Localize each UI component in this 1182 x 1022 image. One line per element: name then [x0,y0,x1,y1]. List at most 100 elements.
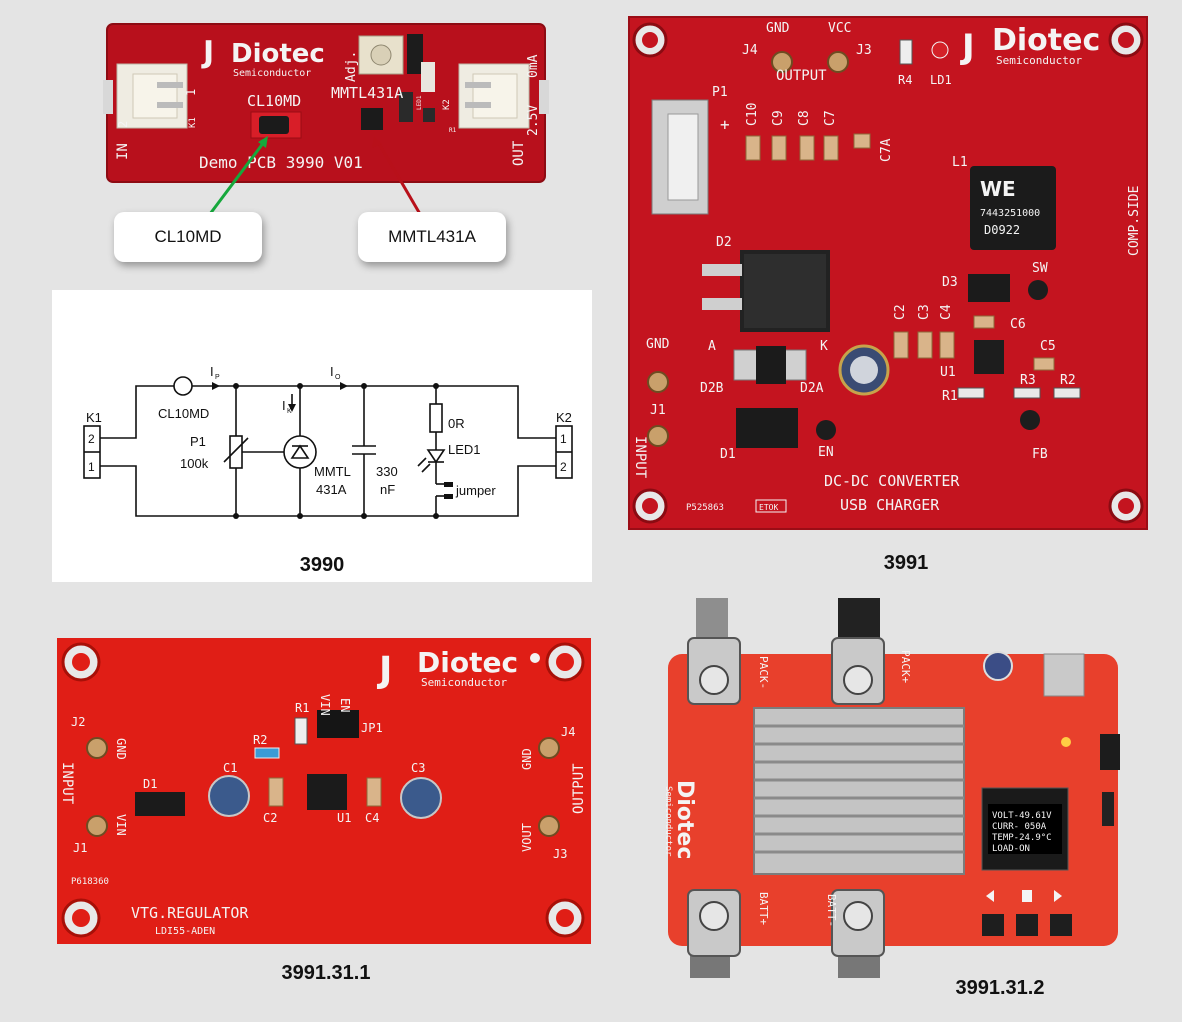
svg-text:D2: D2 [716,235,732,250]
svg-text:R4: R4 [898,73,912,87]
svg-text:JP1: JP1 [361,721,383,735]
svg-text:L1: L1 [952,155,968,170]
svg-text:431A: 431A [316,482,347,497]
svg-text:J1: J1 [73,841,87,855]
svg-text:VOLT-49.61V: VOLT-49.61V [992,811,1052,821]
svg-text:INPUT: INPUT [632,436,648,479]
svg-text:D3: D3 [942,275,958,290]
svg-text:C3: C3 [917,304,932,320]
board-3991-31-1-photo: J Diotec Semiconductor R1 VIN EN JP1 R2 … [57,638,591,944]
svg-text:GND: GND [766,21,790,36]
svg-text:C3: C3 [411,761,425,775]
svg-text:R3: R3 [1020,373,1036,388]
svg-text:MMTL: MMTL [314,464,351,479]
svg-text:0R: 0R [448,416,465,431]
svg-text:LOAD-ON: LOAD-ON [992,844,1030,854]
jp1 [317,710,359,738]
svg-text:C7A: C7A [879,138,894,162]
board-3991-31-2-photo: PACK- PACK+ BATT+ BATT- Diotec Semicondu… [663,598,1122,978]
svg-text:COMP.SIDE: COMP.SIDE [1127,186,1142,256]
caption-3991-31-2: 3991.31.2 [955,977,1045,999]
svg-text:I: I [210,364,214,379]
svg-text:USB CHARGER: USB CHARGER [840,496,940,514]
svg-text:Adj.: Adj. [344,51,359,82]
svg-text:P525863: P525863 [686,503,724,513]
svg-text:OUTPUT: OUTPUT [571,763,587,814]
pcb-3990 [107,24,545,182]
callout-cl10md: CL10MD [114,212,262,262]
cl10md-chip [259,116,289,134]
svg-text:MMTL431A: MMTL431A [331,84,403,102]
svg-text:DC-DC CONVERTER: DC-DC CONVERTER [824,472,960,490]
svg-text:330: 330 [376,464,398,479]
svg-text:LED1: LED1 [448,442,481,457]
schematic-3990: K1 K2 2 1 1 2 I P I O I K CL10MD P1 100k… [52,290,592,582]
brand-logo-3991-31-1: Diotec [417,646,518,679]
svg-text:TEMP-24.9°C: TEMP-24.9°C [992,833,1052,843]
svg-text:2.5V: 2.5V [526,105,541,136]
callout-mmtl431a: MMTL431A [358,212,506,262]
svg-text:GND: GND [114,738,128,760]
brand-logo-3991: Diotec [992,23,1100,58]
caption-3991-31-1: 3991.31.1 [281,962,371,984]
svg-text:VTG.REGULATOR: VTG.REGULATOR [131,904,249,922]
svg-text:1: 1 [184,89,198,96]
svg-text:OUTPUT: OUTPUT [776,68,827,84]
svg-text:LD1: LD1 [930,73,952,87]
svg-text:U1: U1 [337,811,351,825]
svg-text:J3: J3 [553,847,567,861]
svg-text:J: J [960,27,975,67]
svg-text:R1: R1 [942,389,958,404]
svg-text:+: + [720,115,730,134]
svg-text:BATT-: BATT- [825,894,838,927]
svg-text:VOUT: VOUT [520,823,534,852]
svg-text:nF: nF [380,482,395,497]
svg-text:WE: WE [980,177,1016,201]
svg-text:C4: C4 [939,304,954,320]
svg-text:C4: C4 [365,811,379,825]
caption-3990: 3990 [299,554,345,576]
arrow-mmtl431a [376,141,422,215]
svg-text:VIN: VIN [114,814,128,836]
svg-text:C7: C7 [823,110,838,126]
svg-text:INPUT: INPUT [59,762,75,805]
svg-text:Semiconductor: Semiconductor [421,676,507,689]
svg-text:FB: FB [1032,447,1048,462]
svg-text:K2: K2 [442,99,452,110]
svg-text:U1: U1 [940,365,956,380]
svg-text:2: 2 [560,460,567,474]
svg-text:J4: J4 [561,725,575,739]
svg-text:P1: P1 [190,434,206,449]
svg-text:C5: C5 [1040,339,1056,354]
svg-text:J: J [201,35,214,70]
mmtl431a-chip [361,108,383,130]
svg-text:VIN: VIN [318,694,332,716]
svg-text:GND: GND [520,748,534,770]
svg-text:PACK+: PACK+ [899,650,912,683]
svg-text:K: K [287,408,292,415]
svg-text:D2A: D2A [800,381,824,396]
svg-text:7443251000: 7443251000 [980,208,1040,219]
svg-text:K1: K1 [86,410,102,425]
svg-text:P: P [215,374,220,381]
svg-text:D2B: D2B [700,381,724,396]
svg-text:1: 1 [88,460,95,474]
svg-text:K1: K1 [188,117,198,128]
svg-text:K2: K2 [556,410,572,425]
svg-text:J4: J4 [742,43,758,58]
svg-text:J1: J1 [650,403,666,418]
svg-text:C8: C8 [797,110,812,126]
inductor-l1 [970,166,1056,250]
svg-text:BATT+: BATT+ [757,892,770,925]
board-3990-photo: Diotec J Semiconductor CL10MD MMTL431A A… [101,18,551,188]
svg-text:1: 1 [560,432,567,446]
svg-text:SW: SW [1032,261,1048,276]
caption-3991: 3991 [883,552,929,574]
svg-text:R2: R2 [1060,373,1076,388]
svg-text:CURR- 050A: CURR- 050A [992,822,1047,832]
svg-text:I: I [282,398,286,413]
svg-text:J: J [376,650,392,691]
svg-text:GND: GND [646,337,670,352]
svg-text:VCC: VCC [828,21,851,36]
